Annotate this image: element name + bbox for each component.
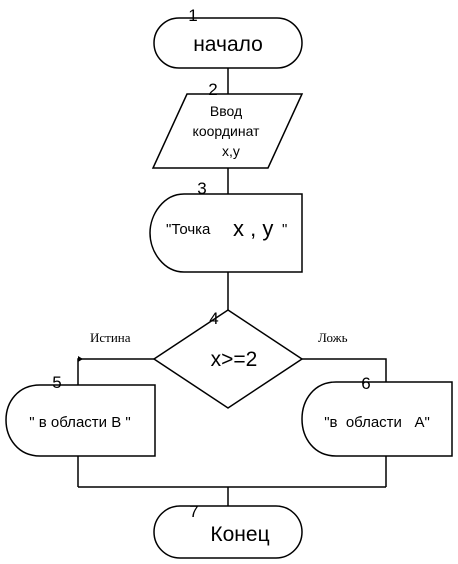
connector-4-5-true: [77, 358, 154, 385]
decision-diamond: [152, 309, 304, 409]
output-display-shape: [149, 193, 303, 273]
output-a-display-shape: [301, 381, 453, 457]
decision-condition: x>=2: [211, 348, 258, 371]
output-point-prefix: "Точка: [166, 221, 211, 238]
end-terminator: [153, 505, 303, 559]
block-output-a: "в области А" 6: [301, 374, 453, 457]
start-label: начало: [193, 33, 263, 56]
block-number-3: 3: [197, 179, 206, 198]
output-b-text: " в области В ": [29, 414, 130, 431]
start-terminator: [153, 17, 303, 69]
decision-false-label: Ложь: [318, 330, 348, 345]
block-output-b: " в области В " 5: [5, 373, 156, 457]
block-number-4: 4: [209, 309, 218, 328]
block-end: Конец 7: [153, 502, 303, 559]
decision-true-label: Истина: [90, 330, 131, 345]
end-label: Конец: [210, 523, 269, 546]
block-number-6: 6: [361, 374, 370, 393]
output-point-vars: x , y: [233, 216, 273, 241]
block-decision: x>=2 4 Истина Ложь: [90, 309, 348, 409]
block-start: начало 1: [153, 6, 303, 69]
connectors: [77, 68, 387, 506]
block-number-7: 7: [189, 502, 198, 521]
connector-4-6-false: [302, 358, 387, 382]
input-line-2: координат: [193, 123, 261, 139]
block-number-5: 5: [52, 373, 61, 392]
input-line-3: x,y: [222, 143, 240, 159]
input-line-1: Ввод: [210, 103, 242, 119]
block-output-point: "Точка x , y " 3: [149, 179, 303, 273]
block-input: Ввод координат x,y 2: [151, 80, 304, 169]
input-parallelogram: [151, 93, 304, 169]
output-point-quote: ": [282, 221, 287, 238]
output-b-display-shape: [5, 384, 156, 457]
arrowhead-true: [78, 356, 83, 362]
block-number-2: 2: [208, 80, 217, 99]
output-a-text: "в области А": [324, 414, 430, 431]
block-number-1: 1: [188, 6, 197, 25]
